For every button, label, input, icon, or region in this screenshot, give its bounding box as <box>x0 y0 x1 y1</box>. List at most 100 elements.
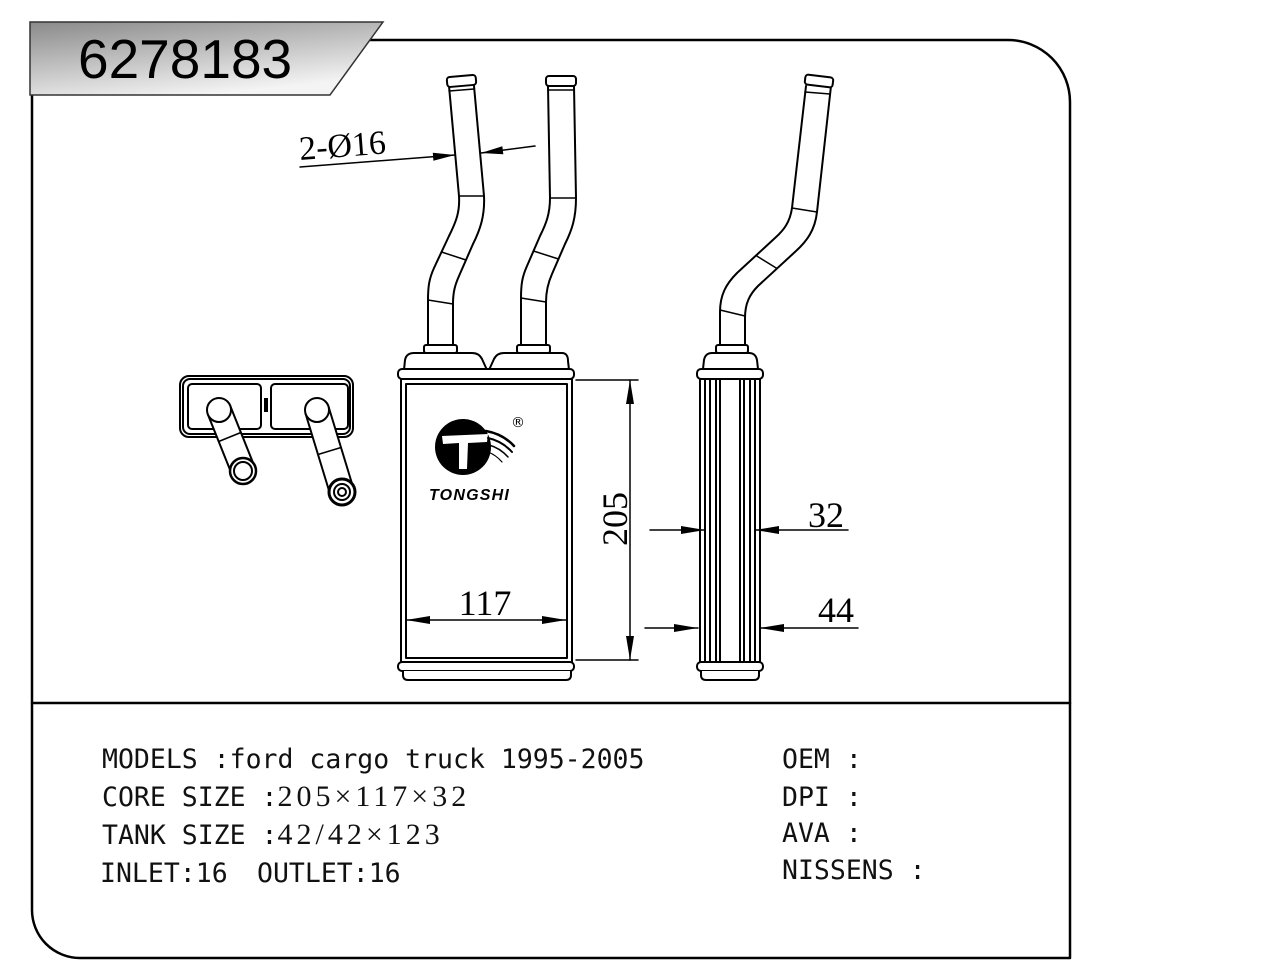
inset-right-pipe-root <box>304 397 330 423</box>
tank-arrow-left <box>674 624 698 632</box>
height-dimension-value: 205 <box>595 492 635 546</box>
dpi-label: DPI : <box>782 782 862 813</box>
front-core-inner <box>405 383 568 659</box>
side-pipe-edge-right <box>744 85 832 347</box>
logo-speed-line <box>488 444 509 458</box>
front-right-pipe-edge-right <box>545 85 577 347</box>
registered-mark: ® <box>511 415 525 431</box>
core-size-label: CORE SIZE : <box>102 782 278 813</box>
front-left-pipe-bead <box>448 88 475 92</box>
core-height-dimension: 205 <box>575 379 639 661</box>
depth-arrow-left <box>681 526 705 534</box>
side-top-header <box>696 368 764 380</box>
front-left-pipe-edge-left <box>427 85 461 347</box>
tongshi-logo: TONGSHI ® <box>429 415 525 504</box>
logo-speed-line <box>484 429 516 448</box>
sheet-border <box>30 38 1072 960</box>
front-left-pipe-bend-mid <box>440 251 467 261</box>
side-flange <box>702 352 759 370</box>
side-pipe <box>715 73 835 354</box>
front-left-pipe-bend-end <box>427 299 454 305</box>
height-arrow-bottom <box>626 636 634 660</box>
tank-size-value: 42/42×123 <box>278 818 444 851</box>
front-view: TONGSHI ® 2-Ø16 205 117 <box>298 73 639 681</box>
side-bottom-tank <box>700 671 760 681</box>
front-left-pipe-end-cap <box>445 73 478 88</box>
side-pipe-collar <box>715 344 749 354</box>
tank-size-row: TANK SIZE :42/42×123 <box>102 818 444 851</box>
front-right-pipe-collar <box>516 344 551 354</box>
logo-t-glyph <box>442 434 488 469</box>
tab-background <box>29 21 385 96</box>
ava-label: AVA : <box>782 818 862 849</box>
core-size-row: CORE SIZE :205×117×32 <box>102 780 470 813</box>
side-pipe-bend-end <box>719 309 746 317</box>
callout-arrow-right <box>481 146 504 155</box>
logo-speed-line <box>487 437 513 453</box>
side-pipe-bead <box>804 91 831 95</box>
height-arrow-top <box>626 380 634 404</box>
front-right-pipe-bend-mid <box>532 250 560 260</box>
spec-list: MODELS :ford cargo truck 1995-2005 CORE … <box>100 744 644 889</box>
callout-arrow-left <box>432 152 455 161</box>
side-pipe-edge-left <box>719 85 807 347</box>
width-arrow-right <box>542 616 566 624</box>
logo-wordmark: TONGSHI <box>429 487 510 504</box>
core-depth-dimension: 32 <box>649 495 849 535</box>
side-core-fins <box>704 378 756 664</box>
inlet-value: 16 <box>196 858 228 889</box>
inset-left-pipe-bend-mark <box>217 431 242 443</box>
front-outlet-flange <box>488 352 570 371</box>
models-row: MODELS :ford cargo truck 1995-2005 <box>102 744 644 775</box>
inset-right-pipe-bend-mark <box>317 446 342 456</box>
models-value: ford cargo truck 1995-2005 <box>230 744 645 775</box>
outlet-value: 16 <box>369 858 401 889</box>
inset-right-pipe-end-bore <box>333 483 351 501</box>
models-label: MODELS : <box>102 744 230 775</box>
core-size-value: 205×117×32 <box>278 780 471 813</box>
cross-reference-list: OEM : DPI : AVA : NISSENS : <box>782 744 926 886</box>
inset-right-pipe-end-ring <box>327 477 357 507</box>
pipe-diameter-callout: 2-Ø16 <box>298 124 536 168</box>
front-right-pipe <box>516 75 577 354</box>
side-pipe-bend-mid <box>755 254 778 270</box>
front-right-pipe-end-cap <box>545 75 577 87</box>
front-bottom-tank <box>402 671 572 681</box>
tank-arrow-right <box>760 624 784 632</box>
top-view-inset <box>179 375 357 507</box>
part-number-tab: 6278183 <box>29 21 385 96</box>
core-width-dimension: 117 <box>405 583 567 624</box>
callout-leader-line <box>299 154 456 168</box>
depth-dimension-value: 32 <box>808 495 844 535</box>
inset-frame-inner <box>182 378 351 435</box>
tank-depth-dimension: 44 <box>644 590 859 632</box>
part-number: 6278183 <box>78 28 292 90</box>
side-view: 32 44 <box>644 73 859 681</box>
tank-dimension-value: 44 <box>818 590 854 630</box>
front-bottom-header <box>397 661 575 672</box>
front-left-pipe <box>423 73 486 354</box>
inset-left-pipe-root <box>206 397 232 423</box>
front-inlet-flange <box>403 352 488 371</box>
side-pipe-bend-start <box>791 207 818 213</box>
inset-center-clip <box>264 398 268 412</box>
inlet-label: INLET: <box>100 858 196 889</box>
side-bottom-header <box>696 661 764 672</box>
oem-label: OEM : <box>782 744 862 775</box>
side-pipe-end-cap <box>803 73 835 89</box>
nissens-label: NISSENS : <box>782 855 926 886</box>
front-top-header <box>397 368 575 380</box>
width-arrow-left <box>406 616 430 624</box>
inset-left-pipe-end-bore <box>233 461 253 481</box>
logo-speed-line <box>487 451 503 463</box>
front-left-pipe-collar <box>423 344 458 354</box>
inset-right-pipe <box>304 397 357 507</box>
inset-right-pipe-end-center <box>337 487 347 497</box>
depth-arrow-right <box>755 526 779 534</box>
front-right-pipe-bend-end <box>520 297 547 303</box>
inset-left-pipe <box>206 397 258 486</box>
outlet-label: OUTLET: <box>257 858 369 889</box>
tank-size-label: TANK SIZE : <box>102 820 278 851</box>
